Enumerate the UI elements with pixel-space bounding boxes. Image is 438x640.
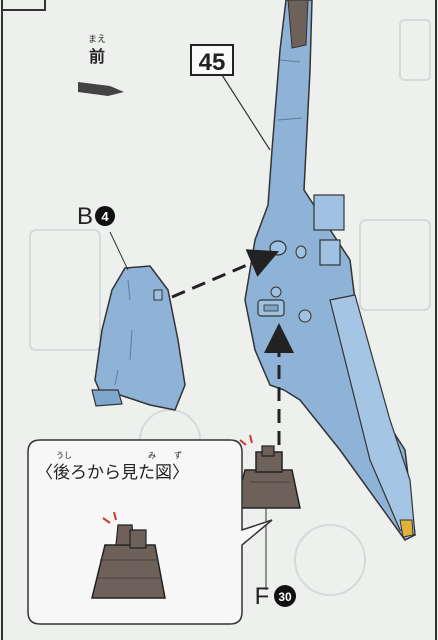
part-b-letter: B	[77, 203, 93, 230]
part-b-number: 4	[101, 209, 109, 224]
part-b4	[91, 265, 186, 411]
back-view-ruby-1: うし	[56, 451, 72, 460]
b4-leader-line	[109, 231, 129, 271]
f30-highlight-marks	[239, 434, 253, 446]
back-view-highlight-marks	[102, 511, 117, 524]
direction-ruby: まえ	[88, 34, 106, 44]
part-f-number-badge	[274, 585, 296, 607]
back-view-part	[91, 524, 166, 599]
step-number: 45	[199, 49, 226, 76]
main-wing-assembly	[244, 0, 416, 541]
back-view-label: 〈後ろから見た図〉	[36, 463, 189, 482]
assembly-arrow-b4	[171, 249, 280, 299]
step-leader-line	[221, 74, 271, 151]
direction-label: 前	[89, 47, 105, 66]
part-label-b4: B 4	[77, 203, 115, 230]
part-f-letter: F	[255, 583, 270, 610]
part-b-number-badge	[95, 206, 115, 226]
part-f30	[234, 445, 301, 509]
front-direction-indicator: まえ 前	[78, 34, 124, 96]
part-label-f30: F 30	[255, 583, 296, 610]
corner-box	[2, 0, 46, 11]
back-view-ruby-2: み	[148, 451, 156, 460]
direction-arrow-icon	[78, 82, 124, 96]
back-view-ruby-3: ず	[174, 450, 182, 460]
part-f-number: 30	[278, 590, 292, 604]
back-view-callout: うし み ず 〈後ろから見た図〉	[27, 439, 273, 625]
step-number-box: 45	[190, 44, 234, 76]
